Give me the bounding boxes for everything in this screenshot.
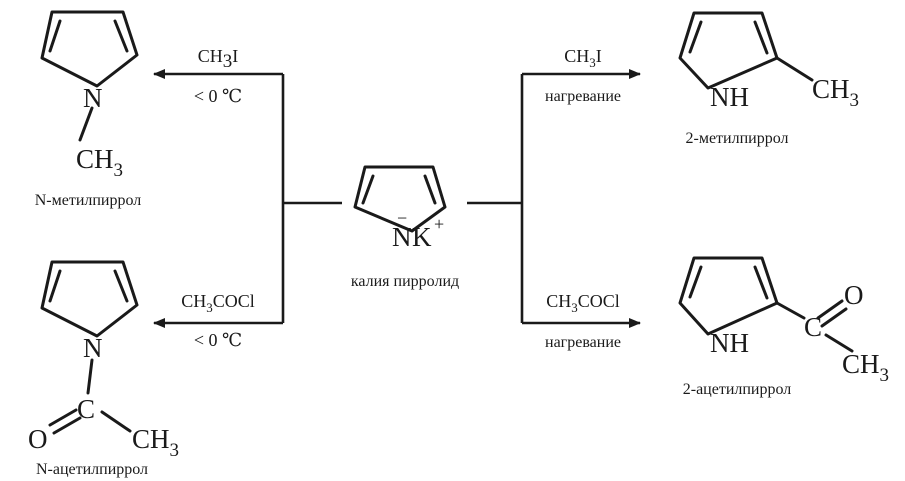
n-acetylpyrrole-name: N-ацетилпиррол xyxy=(36,461,148,478)
2-methyl-ch3: CH3 xyxy=(812,74,859,111)
2-methylpyrrole-structure: NH CH3 xyxy=(678,11,859,112)
2-acetyl-atom-nh: NH xyxy=(710,328,749,358)
center-charge-plus: + xyxy=(434,214,444,234)
condition-lower-right: нагревание xyxy=(545,334,621,351)
2-acetyl-atom-c: C xyxy=(804,312,822,342)
n-acetyl-atom-o: O xyxy=(28,424,48,454)
n-acetyl-atom-c: C xyxy=(77,394,95,424)
center-charge-minus: − xyxy=(397,208,407,228)
condition-lower-left: < 0 ℃ xyxy=(194,330,242,350)
n-acetyl-atom-n: N xyxy=(83,333,103,363)
left-branch xyxy=(153,69,342,328)
2-methyl-atom-nh: NH xyxy=(710,82,749,112)
n-methylpyrrole-structure: N CH3 xyxy=(40,10,139,181)
center-atom-n: N xyxy=(392,222,412,252)
n-acetyl-ch3: CH3 xyxy=(132,424,179,461)
potassium-pyrrolide-structure: N − K + xyxy=(353,165,447,252)
reagent-lower-left: CH3COCl xyxy=(181,291,255,315)
2-acetylpyrrole-name: 2-ацетилпиррол xyxy=(683,381,792,398)
center-compound-name: калия пирролид xyxy=(351,273,459,290)
center-atom-k: K xyxy=(412,222,432,252)
reagent-upper-left: CH3I xyxy=(198,46,239,72)
n-methyl-atom-n: N xyxy=(83,83,103,113)
n-methylpyrrole-name: N-метилпиррол xyxy=(35,192,142,209)
reagent-upper-right: CH3I xyxy=(564,46,602,70)
condition-upper-right: нагревание xyxy=(545,88,621,105)
right-branch xyxy=(467,69,641,328)
2-acetylpyrrole-structure: C O NH CH3 xyxy=(678,256,889,386)
n-acetylpyrrole-structure: N C O CH3 xyxy=(28,260,179,461)
2-acetyl-ch3: CH3 xyxy=(842,349,889,386)
n-methyl-ch3: CH3 xyxy=(76,144,123,181)
2-acetyl-atom-o: O xyxy=(844,280,864,310)
condition-upper-left: < 0 ℃ xyxy=(194,86,242,106)
reagent-lower-right: CH3COCl xyxy=(546,291,620,315)
2-methylpyrrole-name: 2-метилпиррол xyxy=(686,130,789,147)
